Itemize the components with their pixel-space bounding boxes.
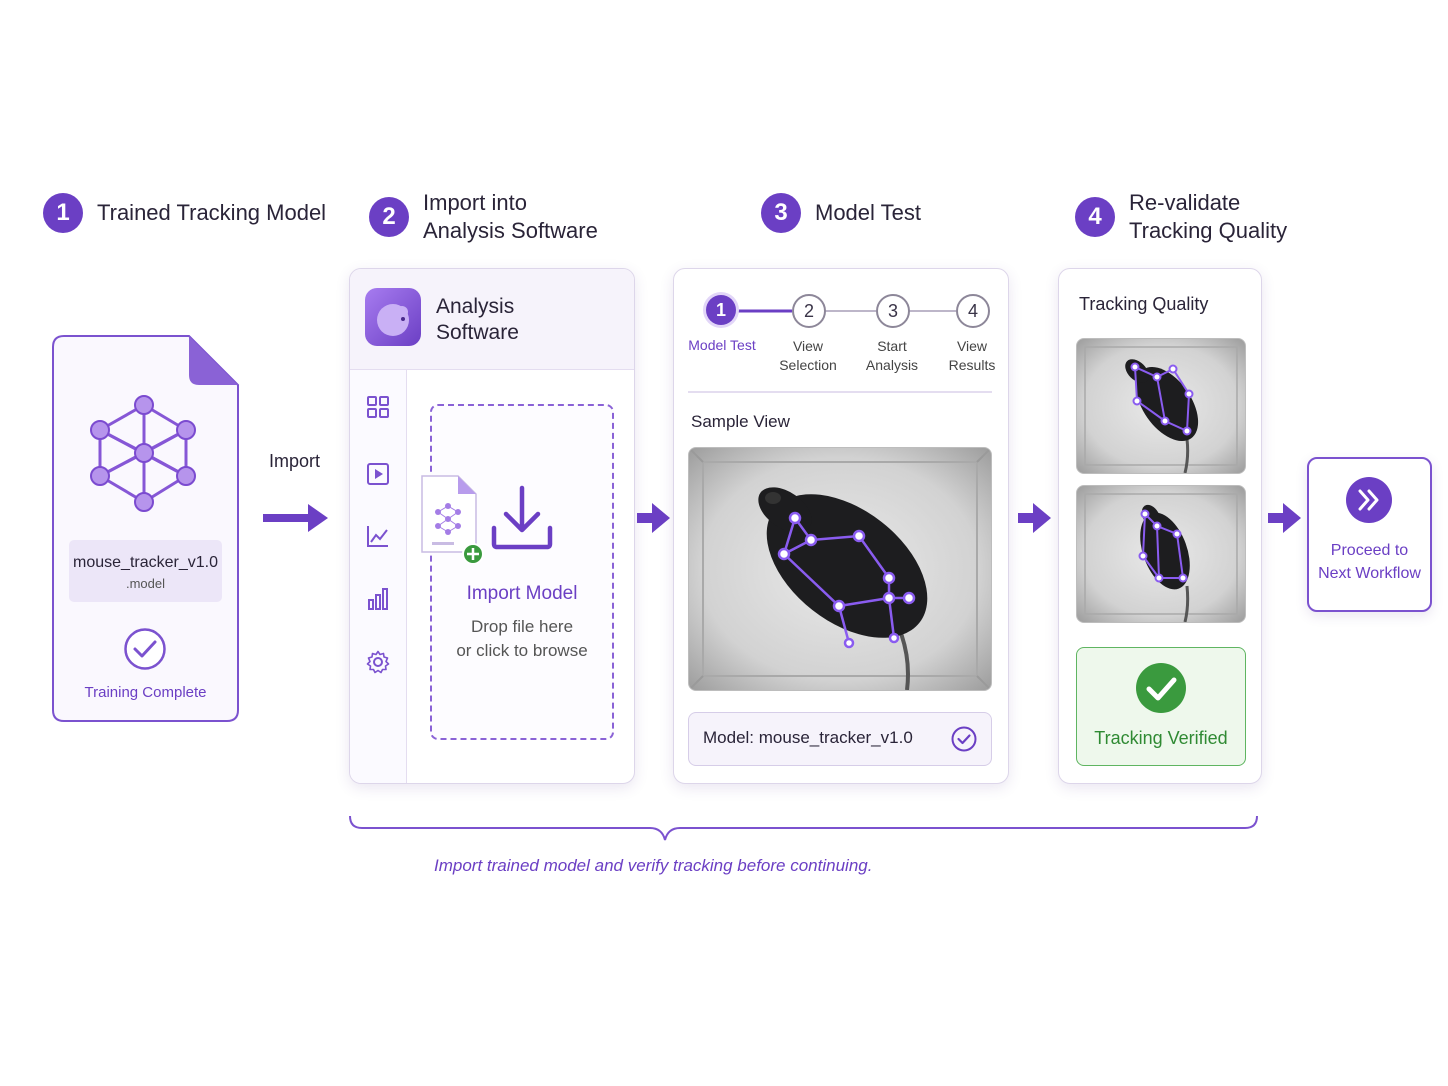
step-1-number: 1: [43, 193, 83, 233]
grid-icon[interactable]: [366, 395, 390, 419]
flow-arrow-icon: [637, 503, 670, 533]
check-circle-icon: [124, 628, 166, 670]
model-extension: .model: [125, 576, 166, 591]
model-file-icon: [421, 475, 484, 564]
double-chevron-right-icon: [1346, 477, 1392, 523]
mouse-pose-overlay: [1084, 346, 1238, 473]
step-4-title-line2: Tracking Quality: [1129, 218, 1288, 243]
import-arrow-label: Import: [269, 451, 321, 471]
stepper-label-3-line1: Start: [877, 338, 907, 354]
model-file-card[interactable]: mouse_tracker_v1.0 .model Training Compl…: [52, 335, 239, 723]
tracking-sample-image-1: [1076, 338, 1246, 474]
gear-icon[interactable]: [366, 650, 390, 674]
step-3-header: 3 Model Test: [761, 193, 921, 233]
stepper-step-1[interactable]: 1: [706, 295, 736, 325]
mouse-pose-overlay: [1084, 493, 1238, 622]
model-name-field[interactable]: Model: mouse_tracker_v1.0: [688, 712, 992, 766]
stepper-label-2-line2: Selection: [779, 357, 837, 373]
step-3-number: 3: [761, 193, 801, 233]
step-1-title: Trained Tracking Model: [97, 200, 327, 225]
mouse-pose-overlay: [689, 448, 991, 690]
step-4-title-line1: Re-validate: [1129, 190, 1241, 215]
step-1-header: 1 Trained Tracking Model: [43, 193, 326, 233]
tracking-verified-badge: Tracking Verified: [1076, 647, 1246, 766]
dropzone-hint-line1: Drop file here: [470, 617, 574, 636]
tracking-quality-title: Tracking Quality: [1079, 294, 1209, 314]
neural-network-icon: [90, 395, 196, 512]
dropzone-hint-line2: or click to browse: [456, 641, 588, 660]
stepper-divider: [688, 391, 992, 393]
software-title-line1: Analysis: [436, 295, 515, 318]
software-sidebar: [350, 370, 407, 783]
footer-caption: Import trained model and verify tracking…: [434, 856, 873, 875]
stepper-step-3[interactable]: 3: [876, 294, 910, 328]
play-icon[interactable]: [366, 462, 390, 486]
step-4-header: 4 Re-validate Tracking Quality: [1075, 189, 1287, 245]
import-model-title: Import Model: [466, 583, 578, 604]
software-logo-icon: [365, 288, 421, 346]
import-dropzone[interactable]: Import Model Drop file here or click to …: [421, 404, 614, 740]
check-circle-icon: [1136, 663, 1186, 713]
stepper-step-2-number: 2: [803, 300, 814, 321]
import-arrow-icon: [263, 504, 328, 532]
stepper-step-1-number: 1: [706, 295, 736, 325]
stepper-step-4[interactable]: 4: [956, 294, 990, 328]
model-name-label: Model: mouse_tracker_v1.0: [703, 728, 913, 747]
stepper-label-4-line1: View: [956, 338, 988, 354]
step-2-title-line1: Import into: [423, 190, 527, 215]
model-filename-box: mouse_tracker_v1.0 .model: [69, 540, 222, 602]
step-2-number: 2: [369, 197, 409, 237]
bar-chart-icon[interactable]: [366, 587, 390, 611]
flow-arrow-icon: [1268, 503, 1301, 533]
training-status: Training Complete: [84, 684, 207, 701]
analysis-software-window: Analysis Software Import Model Dr: [349, 268, 635, 784]
proceed-line1: Proceed to: [1330, 542, 1409, 559]
sample-view-image: [688, 447, 992, 691]
step-3-title: Model Test: [815, 200, 921, 225]
software-title-line2: Software: [436, 321, 519, 344]
stepper-label-4-line2: Results: [948, 357, 996, 373]
flow-arrow-icon: [1018, 503, 1051, 533]
step-4-number: 4: [1075, 197, 1115, 237]
tracking-sample-image-2: [1076, 485, 1246, 623]
line-chart-icon[interactable]: [366, 524, 390, 548]
stepper-step-2[interactable]: 2: [792, 294, 826, 328]
stepper-step-3-number: 3: [887, 300, 898, 321]
proceed-line2: Next Workflow: [1318, 565, 1421, 582]
step-2-header: 2 Import into Analysis Software: [369, 189, 598, 245]
step-2-title-line2: Analysis Software: [423, 218, 598, 243]
model-filename: mouse_tracker_v1.0: [73, 554, 218, 571]
proceed-next-workflow-button[interactable]: Proceed to Next Workflow: [1307, 457, 1432, 612]
stepper-label-3-line2: Analysis: [865, 357, 919, 373]
stepper-label-1: Model Test: [688, 337, 756, 353]
bracket-brace: [349, 815, 1258, 841]
stepper-step-4-number: 4: [967, 300, 978, 321]
sample-view-label: Sample View: [691, 412, 790, 431]
tracking-quality-panel: Tracking Quality: [1058, 268, 1262, 784]
stepper-label-2-line1: View: [792, 338, 824, 354]
check-circle-icon: [951, 726, 977, 752]
download-icon: [491, 485, 553, 550]
model-test-window: 1 2 3 4 Model Test View Selection Start …: [673, 268, 1009, 784]
tracking-verified-label: Tracking Verified: [1094, 728, 1228, 748]
stepper-connectors: [737, 309, 956, 313]
